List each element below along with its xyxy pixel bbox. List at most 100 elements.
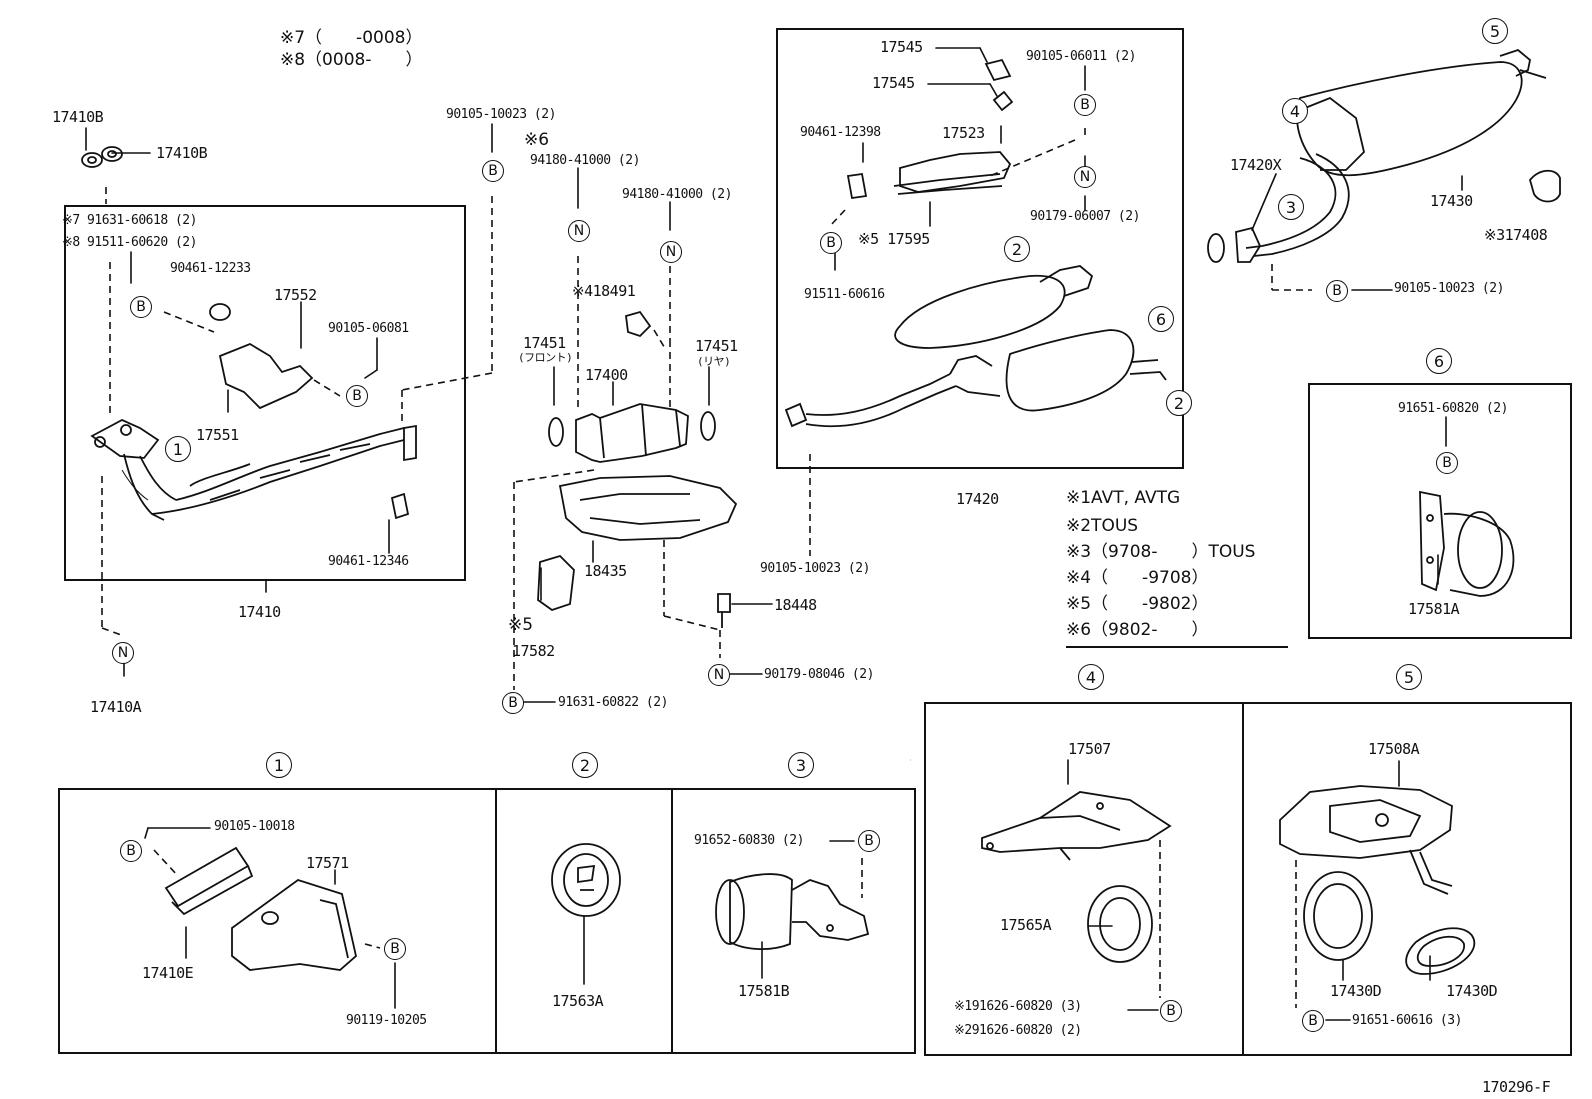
b-marker-91651-60616: B (1302, 1010, 1324, 1032)
n-marker-94180-a: N (568, 220, 590, 242)
detail1-17410E: 17410E (142, 964, 194, 982)
part-91631-60822: 91631-60822 (2) (558, 695, 668, 710)
detail4-note2: ※291626-60820 (2) (954, 1023, 1082, 1038)
callout-4-box-title: 4 (1078, 664, 1104, 690)
detail1-90119-10205: 90119-10205 (346, 1013, 427, 1028)
note-5-mark: ※5 (508, 615, 534, 635)
part-90105-10023-top: 90105-10023 (2) (446, 107, 556, 122)
part-91651-60820: 91651-60820 (2) (1398, 401, 1508, 416)
detail-divider-1-2 (495, 788, 497, 1054)
front-pipe-box (64, 205, 466, 581)
part-90105-06081: 90105-06081 (328, 321, 409, 336)
b-marker-90119-10205: B (384, 938, 406, 960)
part-17451-front-sub: (フロント) (518, 351, 573, 364)
part-17430: 17430 (1430, 192, 1473, 210)
part-18491: ※418491 (572, 282, 636, 300)
part-17451-rear: 17451 (695, 337, 738, 355)
part-91511-60620: ※8 91511-60620 (2) (62, 235, 197, 250)
part-17545-b: 17545 (872, 74, 915, 92)
center-pipe-box (776, 28, 1184, 469)
part-90105-10023-right: 90105-10023 (2) (1394, 281, 1504, 296)
part-17582: 17582 (512, 642, 555, 660)
n-marker-90179-08046: N (708, 664, 730, 686)
part-17408: ※317408 (1484, 226, 1548, 244)
b-marker-90105-10023-right: B (1326, 280, 1348, 302)
n-marker-94180-b: N (660, 241, 682, 263)
detail-4-5-box (924, 702, 1572, 1056)
part-90461-12398: 90461-12398 (800, 125, 881, 140)
part-17410: 17410 (238, 603, 281, 621)
detail-1-2-3-box (58, 788, 916, 1054)
callout-5-muffler: 5 (1482, 18, 1508, 44)
part-94180-41000-a: 94180-41000 (2) (530, 153, 640, 168)
b-marker-90105-06011: B (1074, 94, 1096, 116)
n-marker-90179-06007: N (1074, 166, 1096, 188)
part-17545-a: 17545 (880, 38, 923, 56)
note-6-mark: ※6 (524, 130, 550, 150)
b-marker-91631-60822: B (502, 692, 524, 714)
callout-3-tailpipe: 3 (1278, 194, 1304, 220)
part-91631-60618: ※7 91631-60618 (2) (62, 213, 197, 228)
callout-4-muffler: 4 (1282, 98, 1308, 124)
part-17451-rear-sub: (リヤ) (697, 355, 731, 368)
callout-5-box-title: 5 (1396, 664, 1422, 690)
b-marker-91652-60830: B (858, 830, 880, 852)
b-marker-90105-06081: B (346, 385, 368, 407)
detail3-17581B: 17581B (738, 982, 790, 1000)
legend-2: ※2TOUS (1066, 516, 1139, 536)
n-marker-17410A: N (112, 642, 134, 664)
legend-3: ※3（9708- ）TOUS (1066, 542, 1256, 562)
part-17451-front: 17451 (523, 334, 566, 352)
b-marker-91631-60618: B (130, 296, 152, 318)
b-marker-91651-60820: B (1436, 452, 1458, 474)
callout-1-front-pipe: 1 (165, 436, 191, 462)
part-17552: 17552 (274, 286, 317, 304)
part-17420X: 17420X (1230, 156, 1282, 174)
detail4-17507: 17507 (1068, 740, 1111, 758)
detail5-91651-60616: 91651-60616 (3) (1352, 1013, 1462, 1028)
diagram-code: 170296-F (1482, 1078, 1551, 1096)
detail2-17563A: 17563A (552, 992, 604, 1010)
callout-2-sub-muffler-bottom: 2 (1166, 390, 1192, 416)
detail1-17571: 17571 (306, 854, 349, 872)
part-17551: 17551 (196, 426, 239, 444)
part-17400: 17400 (585, 366, 628, 384)
note-7: ※7（ -0008） (280, 28, 423, 48)
legend-1: ※1AVT, AVTG (1066, 488, 1181, 508)
b-marker-90105-10018: B (120, 840, 142, 862)
detail5-17430D-b: 17430D (1446, 982, 1498, 1000)
callout-6-box-title: 6 (1426, 348, 1452, 374)
legend-5: ※5（ -9802） (1066, 594, 1209, 614)
part-17410B-right: 17410B (156, 144, 208, 162)
detail-6-box (1308, 383, 1572, 639)
b-marker-91511-60616: B (820, 232, 842, 254)
b-marker-91626-60820: B (1160, 1000, 1182, 1022)
part-17410A: 17410A (90, 698, 142, 716)
part-17595: ※5 17595 (858, 230, 930, 248)
callout-6-sub-muffler: 6 (1148, 306, 1174, 332)
part-90179-06007: 90179-06007 (2) (1030, 209, 1140, 224)
part-90105-10023-mid: 90105-10023 (2) (760, 561, 870, 576)
callout-1-box-title: 1 (266, 752, 292, 778)
part-18448: 18448 (774, 596, 817, 614)
legend-underline (1066, 646, 1288, 648)
detail-divider-2-3 (671, 788, 673, 1054)
callout-3-box-title: 3 (788, 752, 814, 778)
part-90179-08046: 90179-08046 (2) (764, 667, 874, 682)
part-94180-41000-b: 94180-41000 (2) (622, 187, 732, 202)
detail3-91652-60830: 91652-60830 (2) (694, 833, 804, 848)
part-90105-06011: 90105-06011 (2) (1026, 49, 1136, 64)
detail5-17508A: 17508A (1368, 740, 1420, 758)
detail5-17430D-a: 17430D (1330, 982, 1382, 1000)
legend-4: ※4（ -9708） (1066, 568, 1209, 588)
detail-divider-4-5 (1242, 702, 1244, 1056)
part-91511-60616: 91511-60616 (804, 287, 885, 302)
part-90461-12346: 90461-12346 (328, 554, 409, 569)
part-17581A: 17581A (1408, 600, 1460, 618)
detail4-note1: ※191626-60820 (3) (954, 999, 1082, 1014)
part-17420: 17420 (956, 490, 999, 508)
callout-2-sub-muffler-top: 2 (1004, 236, 1030, 262)
part-18435: 18435 (584, 562, 627, 580)
